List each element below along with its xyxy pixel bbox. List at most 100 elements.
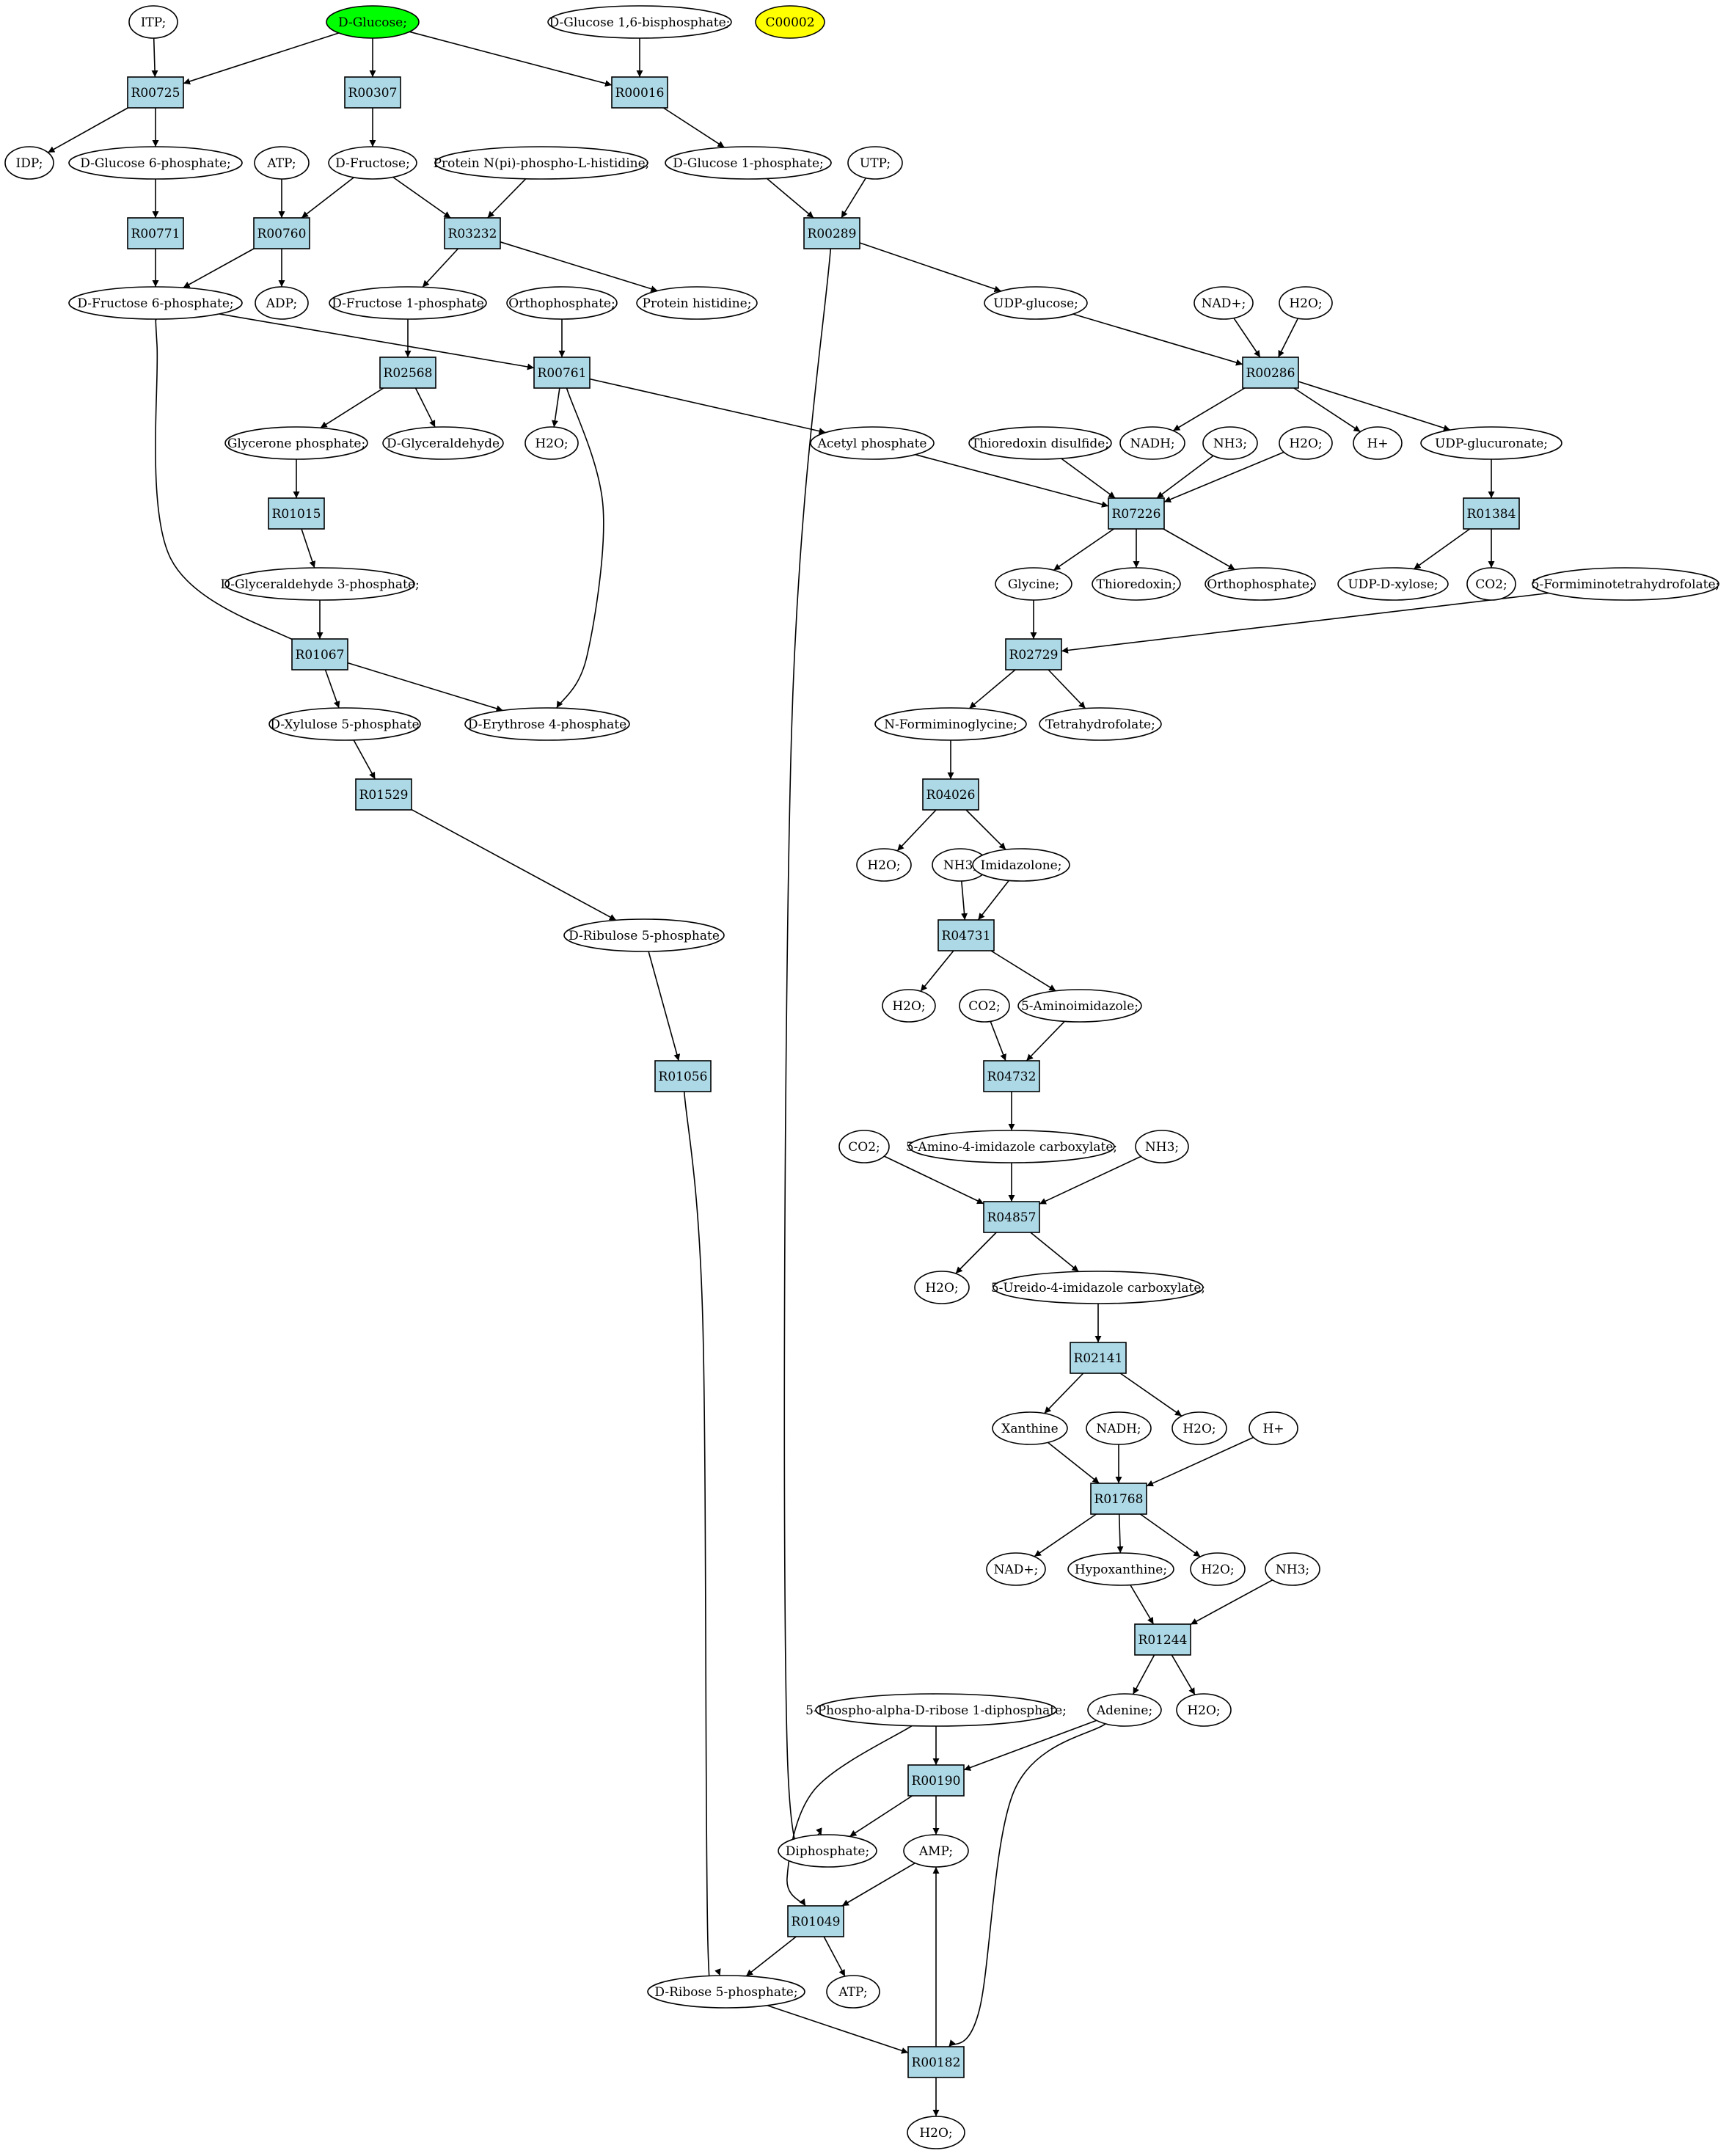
reaction-node-r01015[interactable]: R01015 [268, 497, 325, 530]
compound-node-hplus2[interactable]: H+ [1249, 1411, 1298, 1445]
compound-node-dxyl5p[interactable]: D-Xylulose 5-phosphate [268, 707, 421, 741]
compound-node-h2o9[interactable]: H2O; [1176, 1693, 1232, 1727]
compound-node-amp[interactable]: AMP; [903, 1834, 969, 1868]
compound-node-dglyald[interactable]: D-Glyceraldehyde [382, 426, 504, 460]
compound-node-udpxyl[interactable]: UDP-D-xylose; [1337, 567, 1449, 601]
node-label: 5-Ureido-4-imidazole carboxylate; [991, 1281, 1205, 1296]
reaction-node-r00286[interactable]: R00286 [1242, 357, 1299, 389]
compound-node-adenine[interactable]: Adenine; [1087, 1693, 1162, 1727]
node-label: H+ [1367, 436, 1388, 451]
compound-node-orthop2[interactable]: Orthophosphate; [1205, 567, 1316, 601]
compound-node-dglyald3p[interactable]: D-Glyceraldehyde 3-phosphate; [220, 567, 420, 601]
compound-node-dglc16bp[interactable]: D-Glucose 1,6-bisphosphate; [547, 5, 732, 39]
compound-node-co2_1[interactable]: CO2; [1466, 567, 1516, 601]
compound-node-dribu5p[interactable]: D-Ribulose 5-phosphate [563, 918, 725, 952]
compound-node-nadp2[interactable]: NAD+; [986, 1552, 1046, 1586]
compound-node-acetylp[interactable]: Acetyl phosphate [810, 426, 935, 460]
compound-node-thf[interactable]: Tetrahydrofolate; [1039, 707, 1162, 741]
reaction-node-r01768[interactable]: R01768 [1090, 1483, 1147, 1515]
reaction-node-r01067[interactable]: R01067 [291, 638, 348, 670]
compound-node-atp2[interactable]: ATP; [826, 1975, 880, 2009]
compound-node-h2o6[interactable]: H2O; [914, 1271, 970, 1304]
reaction-node-r00289[interactable]: R00289 [803, 217, 860, 249]
compound-node-dglucose[interactable]: D-Glucose; [326, 5, 420, 39]
compound-node-idp[interactable]: IDP; [4, 146, 54, 180]
reaction-node-r04026[interactable]: R04026 [922, 778, 979, 811]
reaction-node-r00190[interactable]: R00190 [907, 1764, 965, 1797]
compound-node-utp[interactable]: UTP; [847, 146, 903, 180]
reaction-node-r01056[interactable]: R01056 [654, 1060, 712, 1092]
compound-node-aminoimid[interactable]: 5-Aminoimidazole; [1017, 989, 1142, 1023]
reaction-node-r03232[interactable]: R03232 [444, 217, 501, 249]
compound-node-drib5p[interactable]: D-Ribose 5-phosphate; [647, 1975, 805, 2009]
compound-node-dfructose[interactable]: D-Fructose; [328, 146, 417, 180]
compound-node-protnph[interactable]: Protein N(pi)-phospho-L-histidine; [434, 146, 650, 180]
compound-node-nh3_4[interactable]: NH3; [1265, 1552, 1320, 1586]
compound-node-dfru6p[interactable]: D-Fructose 6-phosphate; [68, 286, 243, 320]
reaction-node-r00725[interactable]: R00725 [127, 76, 184, 109]
compound-node-imidazolone[interactable]: Imidazolone; [972, 848, 1070, 882]
compound-node-h2o5[interactable]: H2O; [882, 989, 936, 1023]
compound-node-dglc6p[interactable]: D-Glucose 6-phosphate; [68, 146, 243, 180]
compound-node-uicarb[interactable]: 5-Ureido-4-imidazole carboxylate; [991, 1271, 1205, 1304]
compound-node-h2o8[interactable]: H2O; [1190, 1552, 1246, 1586]
compound-node-dglc1p[interactable]: D-Glucose 1-phosphate; [665, 146, 832, 180]
compound-node-dery4p[interactable]: D-Erythrose 4-phosphate [464, 707, 630, 741]
compound-node-prothis[interactable]: Protein histidine; [636, 286, 758, 320]
compound-node-nh3_3[interactable]: NH3; [1135, 1130, 1189, 1163]
compound-node-thioredoxin[interactable]: Thioredoxin; [1092, 567, 1181, 601]
compound-node-h2o4[interactable]: H2O; [856, 848, 912, 882]
compound-node-co2_2[interactable]: CO2; [959, 989, 1010, 1023]
reaction-node-r00182[interactable]: R00182 [907, 2046, 965, 2078]
compound-node-nh3_1[interactable]: NH3; [1202, 426, 1258, 460]
compound-node-co2_3[interactable]: CO2; [838, 1130, 890, 1163]
reaction-node-r01529[interactable]: R01529 [355, 778, 412, 811]
compound-node-c00002[interactable]: C00002 [755, 5, 825, 39]
node-label: NH3; [1145, 1140, 1179, 1155]
reaction-node-r04731[interactable]: R04731 [937, 919, 995, 951]
compound-node-itp[interactable]: ITP; [128, 5, 178, 39]
compound-node-udpglc[interactable]: UDP-glucose; [984, 286, 1088, 320]
compound-node-h2o7[interactable]: H2O; [1171, 1411, 1227, 1445]
reaction-node-r00760[interactable]: R00760 [253, 217, 310, 249]
compound-node-nh3_2[interactable]: NH3; [932, 848, 989, 882]
reaction-node-r02729[interactable]: R02729 [1005, 638, 1062, 670]
compound-node-dfru1p[interactable]: D-Fructose 1-phosphate [329, 286, 487, 320]
compound-ellipse [1202, 426, 1258, 460]
reaction-node-r04732[interactable]: R04732 [983, 1060, 1040, 1092]
compound-node-prpp[interactable]: 5-Phospho-alpha-D-ribose 1-diphosphate; [805, 1693, 1067, 1727]
reaction-node-r00016[interactable]: R00016 [611, 76, 668, 109]
compound-node-h2o2[interactable]: H2O; [524, 426, 579, 460]
compound-node-hplus1[interactable]: H+ [1353, 426, 1403, 460]
compound-node-adp[interactable]: ADP; [255, 286, 309, 320]
compound-node-h2o10[interactable]: H2O; [907, 2116, 965, 2149]
compound-node-h2o3[interactable]: H2O; [1279, 426, 1333, 460]
reaction-node-r07226[interactable]: R07226 [1108, 497, 1165, 530]
reaction-node-r02568[interactable]: R02568 [379, 357, 436, 389]
compound-node-diphos[interactable]: Diphosphate; [778, 1834, 877, 1868]
compound-node-orthop1[interactable]: Orthophosphate; [506, 286, 618, 320]
reaction-node-r01049[interactable]: R01049 [787, 1905, 844, 1937]
reaction-node-r01384[interactable]: R01384 [1463, 497, 1520, 530]
edge-dfru6p-to-r00761 [219, 313, 535, 370]
compound-node-glycp[interactable]: Glycerone phosphate; [224, 426, 368, 460]
compound-node-nformgly[interactable]: N-Formiminoglycine; [874, 707, 1027, 741]
compound-node-h2o1[interactable]: H2O; [1279, 286, 1333, 320]
reaction-node-r00771[interactable]: R00771 [127, 217, 184, 249]
reaction-node-r01244[interactable]: R01244 [1134, 1623, 1191, 1656]
compound-node-thiodis[interactable]: Thioredoxin disulfide; [968, 426, 1112, 460]
compound-node-udpglcur[interactable]: UDP-glucuronate; [1420, 426, 1562, 460]
compound-node-nadh1[interactable]: NADH; [1119, 426, 1185, 460]
compound-node-glycine[interactable]: Glycine; [995, 567, 1072, 601]
compound-node-nadp1[interactable]: NAD+; [1194, 286, 1254, 320]
compound-node-nadh2[interactable]: NADH; [1086, 1411, 1152, 1445]
reaction-node-r02141[interactable]: R02141 [1070, 1342, 1127, 1374]
compound-node-formthf[interactable]: 5-Formiminotetrahydrofolate; [1532, 567, 1720, 601]
reaction-node-r00307[interactable]: R00307 [344, 76, 401, 109]
reaction-node-r00761[interactable]: R00761 [533, 357, 591, 389]
reaction-node-r04857[interactable]: R04857 [983, 1201, 1040, 1233]
compound-node-hypox[interactable]: Hypoxanthine; [1067, 1552, 1174, 1586]
compound-node-xanthine[interactable]: Xanthine [992, 1411, 1068, 1445]
compound-node-atp1[interactable]: ATP; [254, 146, 310, 180]
compound-node-aicarb[interactable]: 5-Amino-4-imidazole carboxylate; [906, 1130, 1117, 1163]
